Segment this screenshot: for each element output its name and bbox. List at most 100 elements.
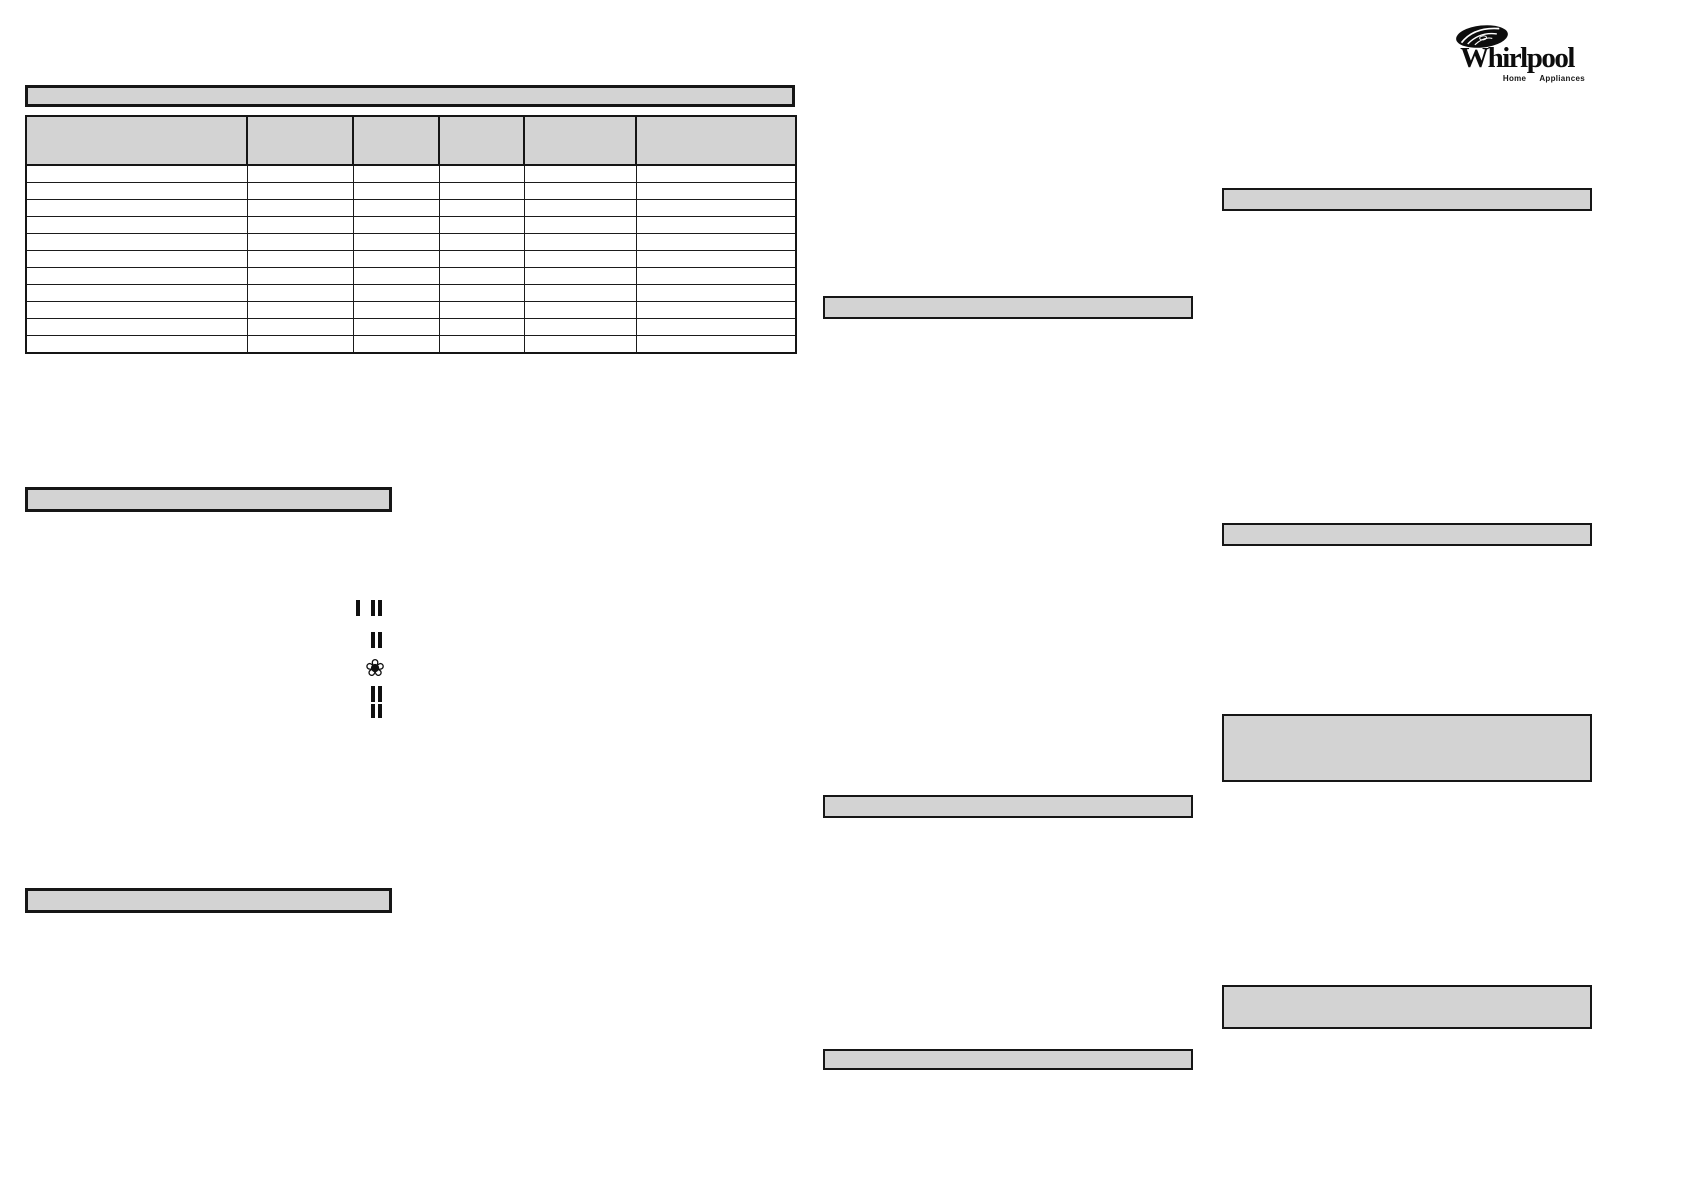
table-cell [246,182,354,200]
table-cell [523,301,637,319]
table-header-cell [246,115,354,166]
table-cell [246,199,354,217]
section-bar-middle-1 [823,296,1193,319]
table-cell [635,164,797,183]
table-cell [25,335,248,354]
table-cell [523,267,637,285]
table-row [25,267,797,285]
section-bar-left-2 [25,888,392,913]
table-cell [523,182,637,200]
table-cell [25,267,248,285]
table-cell [523,335,637,354]
table-cell [352,301,440,319]
table-cell [25,301,248,319]
section-bar-right-1 [1222,188,1592,211]
bar-ii-icon [371,704,375,718]
table-cell [438,267,525,285]
table-cell [635,250,797,268]
table-row [25,199,797,217]
table-cell [635,216,797,234]
table-cell [438,318,525,336]
defrost-flower-icon: ❀ [364,654,386,682]
bar-ii-icon [378,600,382,616]
table-cell [352,250,440,268]
table-cell [25,284,248,302]
table-cell [523,233,637,251]
section-bar-middle-3 [823,1049,1193,1070]
table-header-cell [635,115,797,166]
thermostat-symbol-min-bar-ii [371,600,382,616]
table-cell [352,216,440,234]
table-cell [352,318,440,336]
bar-ii-icon [371,686,375,702]
bar-ii-icon [371,600,375,616]
table-cell [246,318,354,336]
table-cell [352,267,440,285]
section-bar-right-4 [1222,985,1592,1029]
table-row [25,250,797,268]
table-cell [438,301,525,319]
thermostat-symbol-max-top [371,686,382,702]
programme-table [25,115,797,354]
table-cell [523,250,637,268]
table-row [25,301,797,319]
table-cell [352,199,440,217]
table-row [25,318,797,336]
table-cell [523,284,637,302]
table-cell [635,182,797,200]
table-cell [635,233,797,251]
table-cell [246,335,354,354]
table-row [25,164,797,183]
table-cell [352,182,440,200]
table-cell [523,164,637,183]
table-cell [438,233,525,251]
table-cell [438,164,525,183]
table-header-cell [438,115,525,166]
table-cell [635,318,797,336]
table-cell [523,216,637,234]
table-header [25,115,797,166]
table-row [25,233,797,251]
table-cell [246,250,354,268]
table-cell [523,318,637,336]
table-cell [246,284,354,302]
table-cell [352,284,440,302]
logo-tagline-appliances: Appliances [1539,74,1585,83]
table-header-row [25,115,797,166]
bar-i-icon [356,600,360,616]
table-row [25,284,797,302]
table-cell [25,250,248,268]
table-cell [25,233,248,251]
table-cell [635,267,797,285]
table-title-bar [25,85,795,107]
section-bar-middle-2 [823,795,1193,818]
table-cell [438,335,525,354]
table-cell [438,199,525,217]
table-header-cell [523,115,637,166]
table-cell [635,284,797,302]
thermostat-symbol-min-bar-i [356,600,360,616]
table-cell [246,164,354,183]
table-cell [352,164,440,183]
table-body [25,164,797,354]
whirl-swirl-icon [1456,25,1508,48]
table-header-cell [25,115,248,166]
table-cell [438,182,525,200]
table-cell [25,199,248,217]
table-cell [635,199,797,217]
thermostat-symbol-medium [371,632,382,648]
table-cell [352,233,440,251]
logo-tagline-home: Home [1502,74,1527,83]
table-cell [438,216,525,234]
table-cell [635,335,797,354]
bar-ii-icon [378,686,382,702]
table-cell [25,182,248,200]
table-cell [246,267,354,285]
table-cell [25,216,248,234]
table-cell [352,335,440,354]
logo-tagline: Home Appliances [1447,74,1585,83]
section-bar-right-2 [1222,523,1592,546]
table-row [25,182,797,200]
